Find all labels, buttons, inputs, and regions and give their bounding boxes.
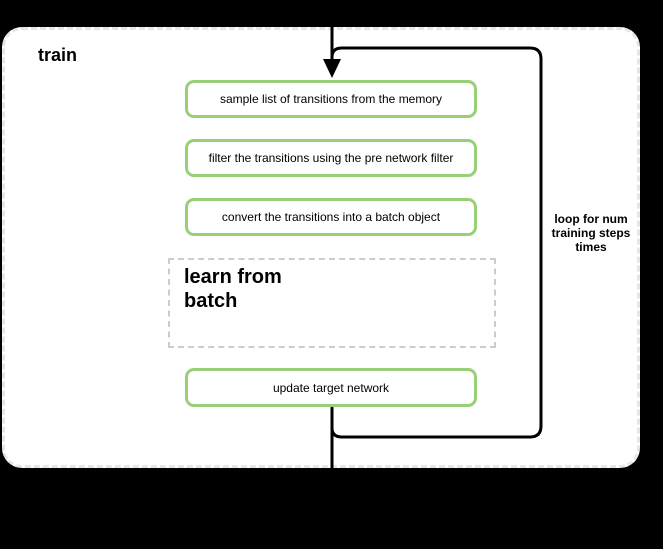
step-label: filter the transitions using the pre net… [208, 151, 454, 165]
step-filter-transitions: filter the transitions using the pre net… [185, 139, 477, 177]
step-sample-transitions: sample list of transitions from the memo… [185, 80, 477, 118]
subprocess-label: learn from batch [184, 266, 282, 312]
step-label: sample list of transitions from the memo… [219, 92, 443, 106]
loop-label: loop for num training steps times [551, 212, 631, 255]
container-title: train [38, 45, 78, 65]
step-label: convert the transitions into a batch obj… [221, 210, 441, 224]
subprocess-learn-from-batch: learn from batch [168, 258, 496, 348]
step-update-target-network: update target network [185, 368, 477, 407]
step-convert-to-batch: convert the transitions into a batch obj… [185, 198, 477, 236]
step-label: update target network [272, 380, 390, 395]
